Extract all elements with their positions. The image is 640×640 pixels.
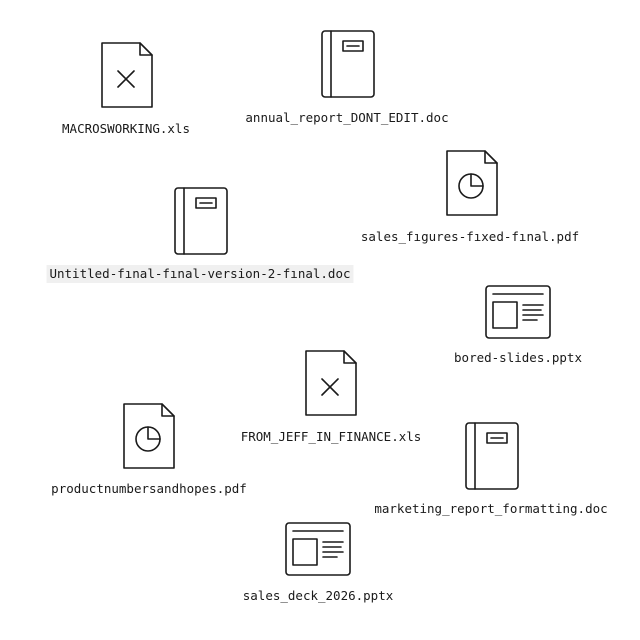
- spreadsheet-icon: [305, 350, 357, 416]
- presentation-icon: [285, 522, 351, 576]
- file-label: marketing_report_formatting.doc: [374, 501, 608, 516]
- document-icon: [465, 422, 519, 490]
- file-label: productnumbersandhopes.pdf: [51, 481, 247, 496]
- file-label: annual_report_DONT_EDIT.doc: [245, 110, 449, 125]
- file-label: FROM_JEFF_IN_FINANCE.xls: [240, 429, 422, 444]
- file-label: Untitled-fınal-fınal-version-2-fınal.doc: [46, 265, 354, 283]
- pdf-icon: [123, 403, 175, 469]
- presentation-icon: [485, 285, 551, 339]
- pdf-icon: [446, 150, 498, 216]
- spreadsheet-icon: [101, 42, 153, 108]
- file-label: sales_deck_2026.pptx: [242, 588, 394, 603]
- document-icon: [321, 30, 375, 98]
- document-icon: [174, 187, 228, 255]
- file-label: MACROSWORKING.xls: [62, 121, 190, 136]
- file-label: sales_fıgures-fıxed-fınal.pdf: [360, 229, 580, 244]
- file-label: bored-slides.pptx: [454, 350, 582, 365]
